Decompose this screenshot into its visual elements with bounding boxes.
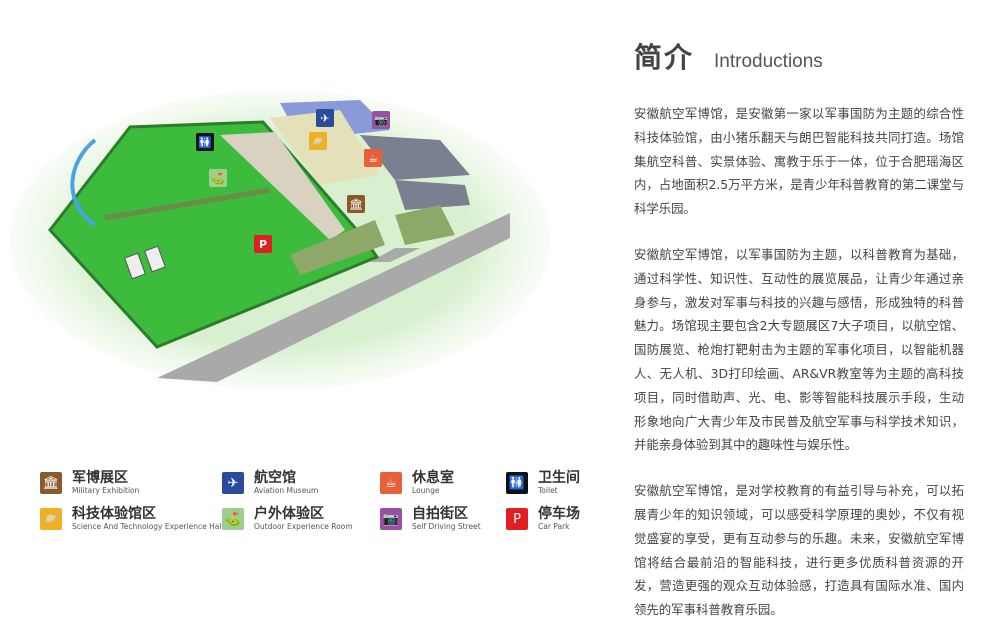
camera-icon: 📷: [380, 508, 402, 530]
legend-label-en: Self Driving Street: [412, 522, 481, 531]
bus: [144, 245, 166, 273]
map-pin-outdoor[interactable]: ⛳: [209, 169, 227, 187]
airplane-icon: ✈: [222, 472, 244, 494]
legend-label-cn: 卫生间: [538, 470, 580, 486]
toilet-icon: 🚻: [506, 472, 528, 494]
legend-label-en: Military Exhibition: [72, 486, 140, 495]
legend-label-cn: 户外体验区: [254, 506, 324, 522]
side-road: [370, 248, 420, 262]
legend-label-cn: 停车场: [538, 506, 580, 522]
park-map: 🚻 ✈ 📷 🪐 ☕ ⛳ 🏛 P: [0, 80, 560, 420]
intro-paragraph: 安徽航空军博馆，是安徽第一家以军事国防为主题的综合性科技体验馆，由小猪乐翻天与朗…: [634, 106, 964, 217]
building-row-3: [395, 180, 470, 210]
intro-paragraph: 安徽航空军博馆，以军事国防为主题，以科普教育为基础，通过科学性、知识性、互动性的…: [634, 246, 964, 453]
map-pin-selfie[interactable]: 📷: [372, 111, 390, 129]
map-pin-parking[interactable]: P: [254, 235, 272, 253]
legend-label-cn: 自拍街区: [412, 506, 468, 522]
building-row-2: [360, 135, 470, 180]
river: [70, 138, 97, 227]
coffee-cup-icon: ☕: [380, 472, 402, 494]
map-pin-aviation[interactable]: ✈: [316, 109, 334, 127]
legend-label-en: Outdoor Experience Room: [254, 522, 353, 531]
legend-label-en: Lounge: [412, 486, 440, 495]
legend-label-cn: 军博展区: [72, 470, 128, 486]
bus: [124, 252, 146, 280]
map-pin-science[interactable]: 🪐: [309, 132, 327, 150]
intro-paragraph: 安徽航空军博馆，是对学校教育的有益引导与补充，可以拓展青少年的知识领域，可以感受…: [634, 483, 964, 618]
camo-wall-right: [395, 205, 455, 245]
museum-icon: 🏛: [40, 472, 62, 494]
intro-title-en: Introductions: [714, 51, 823, 72]
legend-label-en: Toilet: [538, 486, 558, 495]
legend-label-cn: 休息室: [412, 470, 454, 486]
hedge-wall: [104, 187, 271, 221]
intro-title-cn: 简介: [634, 41, 695, 74]
map-pin-lounge[interactable]: ☕: [364, 149, 382, 167]
legend-label-cn: 科技体验馆区: [72, 506, 156, 522]
legend-label-en: Science And Technology Experience Hall: [72, 522, 224, 531]
map-pin-toilet[interactable]: 🚻: [196, 133, 214, 151]
parking-icon: P: [506, 508, 528, 530]
park-map-illustration: [10, 90, 550, 390]
plaza: [220, 132, 345, 240]
intro-section: 简介 Introductions 安徽航空军博馆，是安徽第一家以军事国防为主题的…: [634, 36, 964, 644]
legend-label-en: Car Park: [538, 522, 570, 531]
legend-label-en: Aviation Museum: [254, 486, 319, 495]
legend-label-cn: 航空馆: [254, 470, 296, 486]
map-pin-military[interactable]: 🏛: [347, 195, 365, 213]
outdoor-icon: ⛳: [222, 508, 244, 530]
road: [157, 213, 510, 382]
camo-wall: [290, 220, 385, 275]
planet-icon: 🪐: [40, 508, 62, 530]
